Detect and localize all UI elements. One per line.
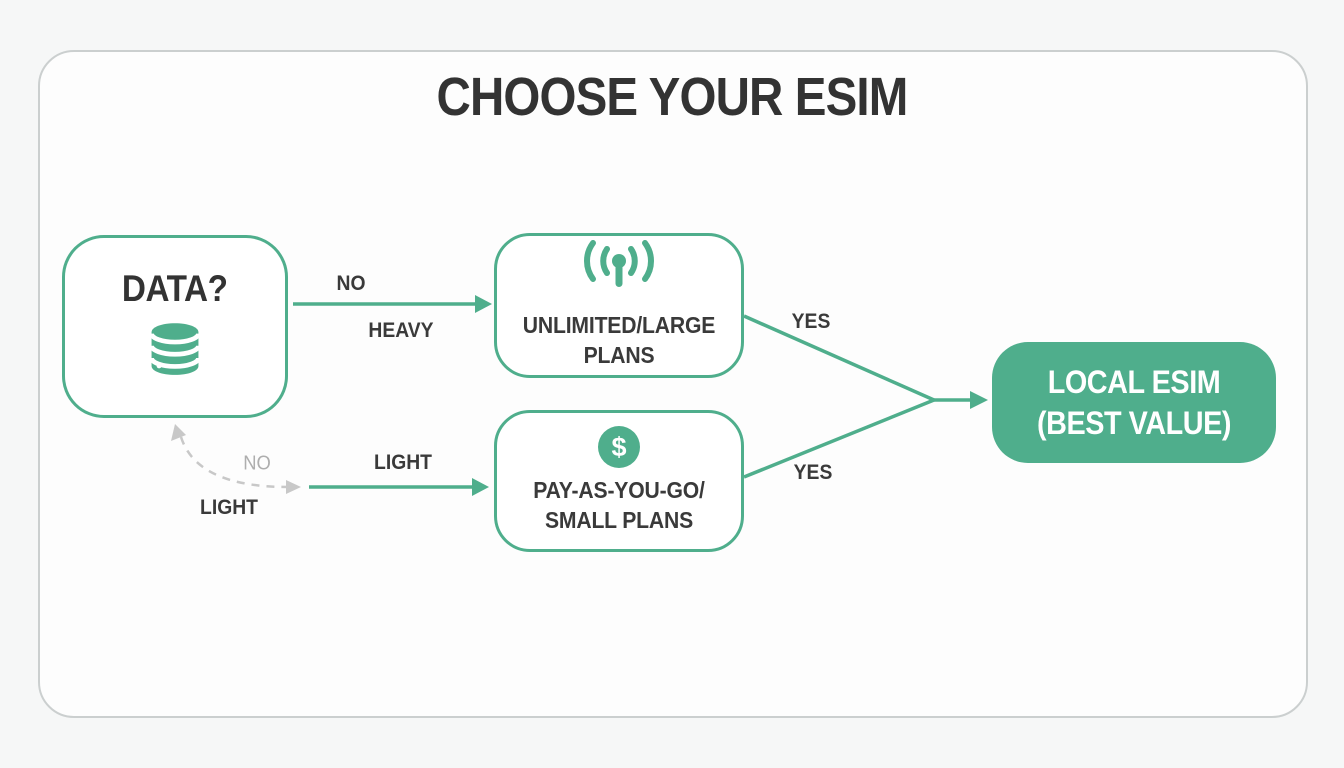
node-payg-small-plans: $ PAY-AS-YOU-GO/ SMALL PLANS bbox=[494, 410, 744, 552]
node-unlimited-label: UNLIMITED/LARGE PLANS bbox=[522, 312, 716, 368]
edge-label-dashed-no: NO bbox=[243, 452, 271, 475]
page-title: CHOOSE YOUR ESIM bbox=[436, 67, 909, 127]
node-result-label: LOCAL ESIM (BEST VALUE) bbox=[1036, 363, 1232, 441]
edge-label-yes-bottom: YES bbox=[793, 461, 833, 484]
edge-label-no: NO bbox=[336, 272, 366, 295]
edge-label-light: LIGHT bbox=[374, 451, 432, 474]
broadcast-icon bbox=[578, 240, 660, 303]
edge-label-yes-top: YES bbox=[791, 310, 831, 333]
dollar-icon: $ bbox=[598, 426, 640, 469]
node-payg-label: PAY-AS-YOU-GO/ SMALL PLANS bbox=[533, 477, 705, 533]
database-icon bbox=[145, 320, 205, 385]
node-unlimited-large-plans: UNLIMITED/LARGE PLANS bbox=[494, 233, 744, 378]
node-local-esim-result: LOCAL ESIM (BEST VALUE) bbox=[992, 342, 1276, 463]
node-data-question: DATA? bbox=[62, 235, 288, 418]
edge-label-dashed-light: LIGHT bbox=[200, 496, 258, 519]
edge-label-heavy: HEAVY bbox=[368, 319, 434, 342]
node-data-label: DATA? bbox=[122, 268, 228, 309]
